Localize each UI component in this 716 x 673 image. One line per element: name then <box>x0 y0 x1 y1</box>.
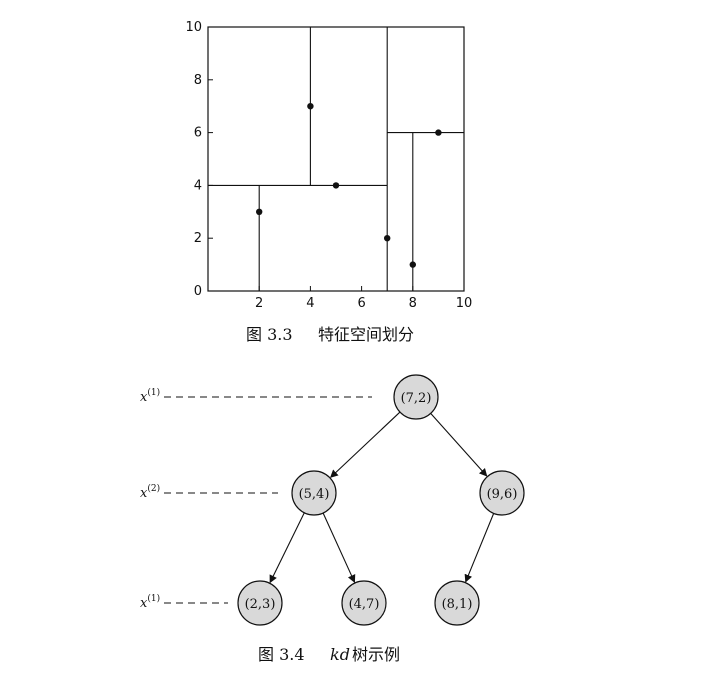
level-label: x(1) <box>140 593 160 611</box>
tree-edge <box>330 411 401 478</box>
figure-3-4-caption-number: 图 3.4 <box>258 645 305 664</box>
tree-edge <box>322 512 356 583</box>
x-tick-label: 6 <box>357 296 365 311</box>
x-tick-label: 4 <box>306 296 314 311</box>
tree-node <box>393 374 439 420</box>
tree-node <box>341 580 387 626</box>
data-point <box>435 129 442 136</box>
data-point <box>332 182 340 189</box>
tree-node <box>291 470 337 516</box>
tree-node-label: (9,6) <box>487 487 518 502</box>
data-point <box>384 235 391 242</box>
tree-edge <box>430 413 488 477</box>
level-label: x(2) <box>140 483 160 501</box>
tree-node-label: (2,3) <box>245 597 276 612</box>
plot-area: 2 4 6 8 10 0 2 4 6 8 10 <box>185 20 472 311</box>
tree-node <box>434 580 480 626</box>
y-tick-label: 0 <box>194 284 202 299</box>
tree-area: x(1) x(2) x(1) (7,2) (5,4) (9,6) (2,3) (4,7) (8,… <box>140 374 525 626</box>
tree-node-label: (4,7) <box>349 597 380 612</box>
y-tick-label: 6 <box>194 126 202 141</box>
feature-space-chart: 2 4 6 8 10 0 2 4 6 8 10 图 3.3 特征空间划分 <box>185 20 472 344</box>
plot-frame <box>207 26 465 292</box>
y-tick-label: 4 <box>194 178 202 193</box>
data-point <box>307 103 314 110</box>
y-tick-label: 2 <box>194 231 202 246</box>
figure-3-3-caption-text: 特征空间划分 <box>318 325 414 344</box>
level-label: x(1) <box>140 387 160 405</box>
tree-node <box>479 470 525 516</box>
tree-node <box>237 580 283 626</box>
data-point <box>256 208 263 215</box>
tree-edge <box>269 512 305 584</box>
tree-node-label: (7,2) <box>401 391 432 406</box>
figure-3-4-caption-em: kd <box>330 645 350 664</box>
tree-edge <box>464 513 495 583</box>
figure-3-4-caption-text: 树示例 <box>352 645 400 664</box>
y-tick-label: 10 <box>185 20 202 35</box>
figure-3-3-caption-number: 图 3.3 <box>246 325 293 344</box>
y-tick-label: 8 <box>194 73 202 88</box>
tree-node-label: (5,4) <box>299 487 330 502</box>
data-point <box>409 261 416 268</box>
tree-node-label: (8,1) <box>442 597 473 612</box>
x-tick-label: 8 <box>409 296 417 311</box>
x-tick-label: 10 <box>456 296 473 311</box>
x-tick-label: 2 <box>255 296 263 311</box>
